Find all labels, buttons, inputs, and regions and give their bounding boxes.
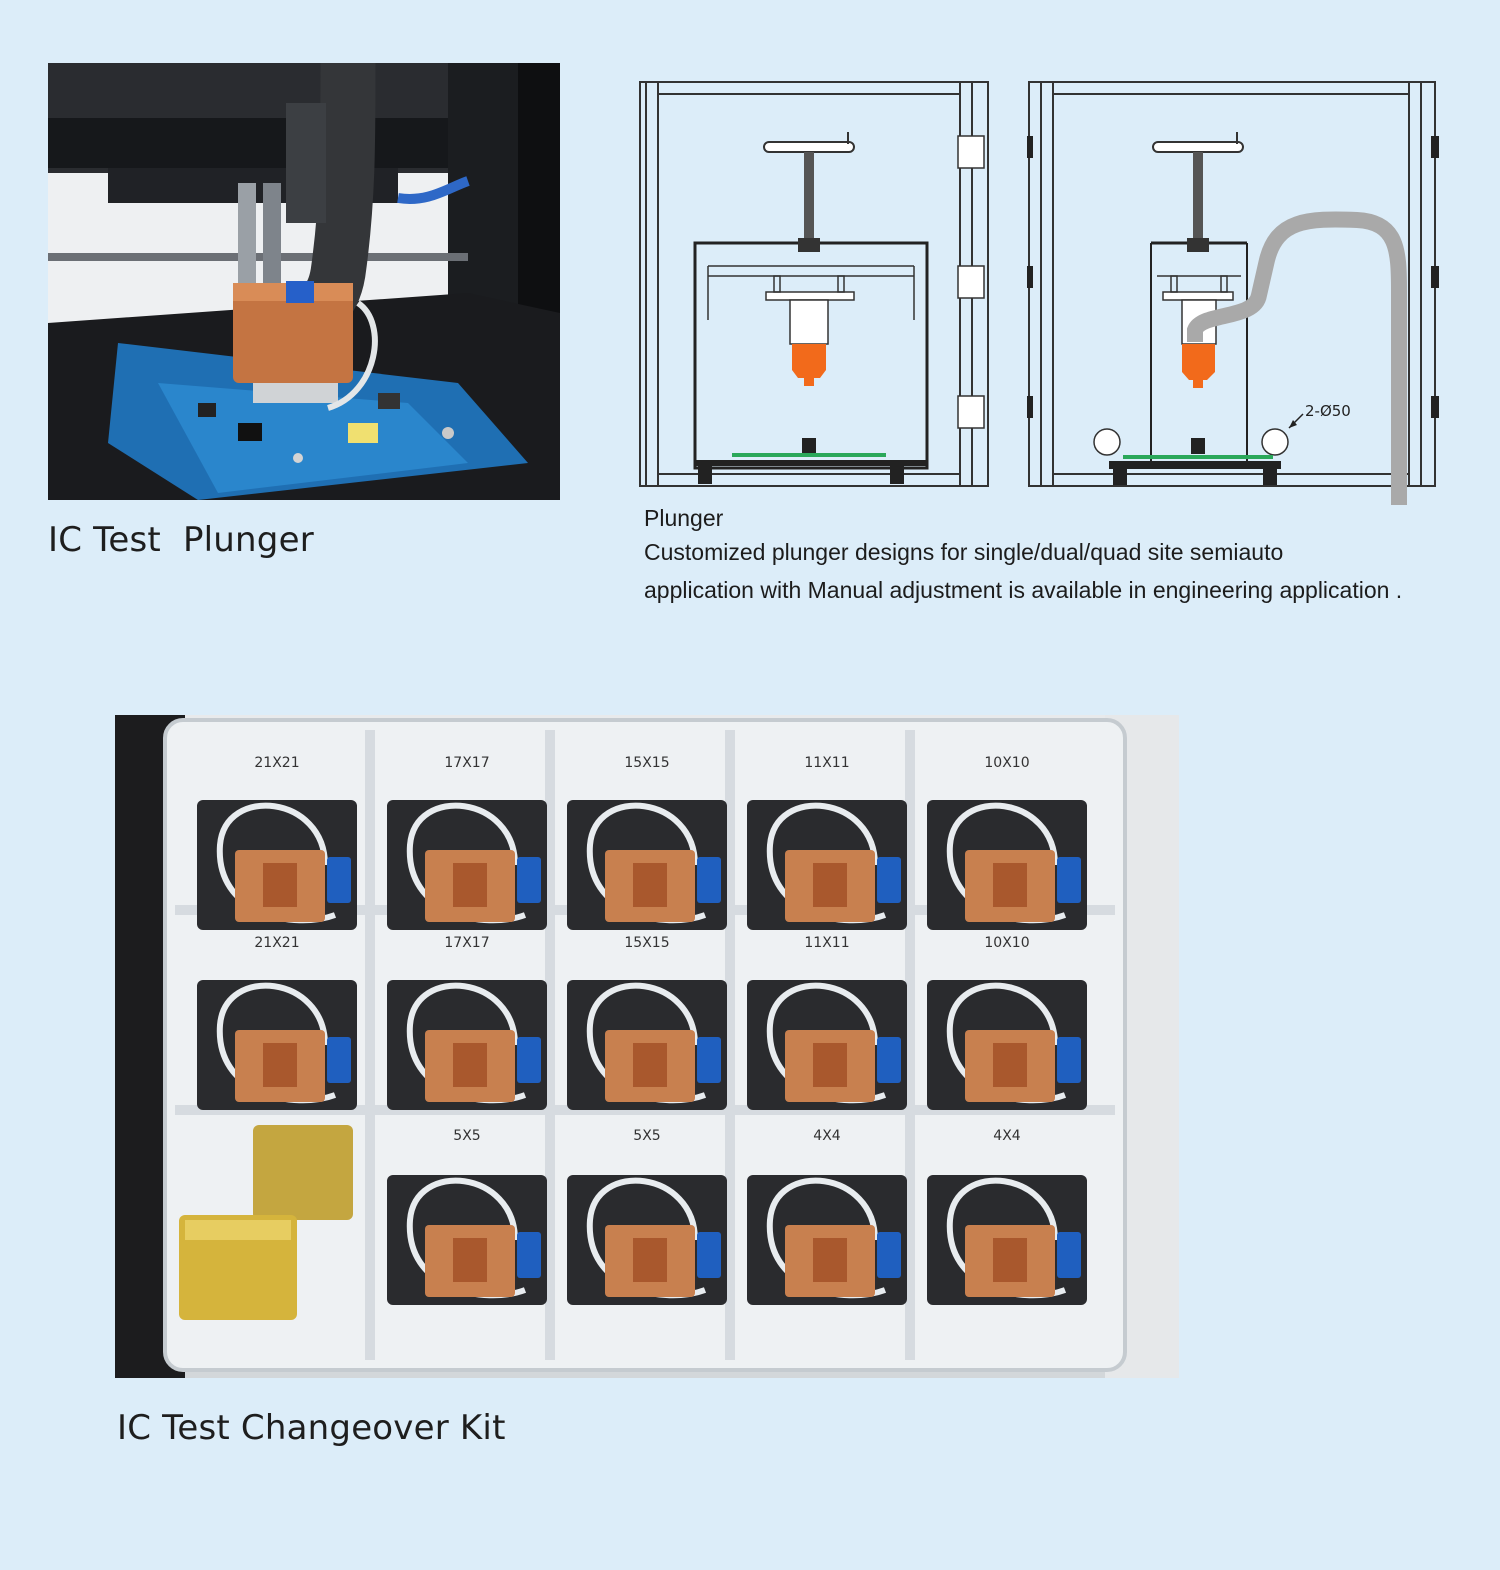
kit-cell: 21X21: [197, 755, 357, 930]
kit-cell: 21X21: [197, 935, 357, 1110]
kit-size-label: 5X5: [633, 1128, 660, 1144]
kit-cell: 10X10: [927, 935, 1087, 1110]
kit-cell: 11X11: [747, 935, 907, 1110]
kit-size-label: 17X17: [444, 755, 489, 771]
enclosure-drawing-hose: 2-Ø50: [1025, 81, 1439, 505]
thermocouple-connector: [697, 1037, 721, 1083]
plunger-machine-photo: [48, 63, 560, 500]
plunger-tip: [993, 1238, 1027, 1282]
kit-size-label: 11X11: [804, 755, 849, 771]
plunger-tip: [633, 863, 667, 907]
thermocouple-connector: [877, 1232, 901, 1278]
kit-size-label: 21X21: [254, 935, 299, 951]
plunger-tip: [993, 863, 1027, 907]
thermocouple-connector: [517, 1037, 541, 1083]
kit-cell: 17X17: [387, 755, 547, 930]
plunger-drawing-with-hose: 2-Ø50: [1025, 80, 1447, 508]
plunger-tip: [813, 863, 847, 907]
thermocouple-connector: [1057, 857, 1081, 903]
plunger-tip: [263, 1043, 297, 1087]
thermocouple-connector: [1057, 1037, 1081, 1083]
thermocouple-connector: [517, 1232, 541, 1278]
kit-size-label: 10X10: [984, 935, 1029, 951]
plunger-tip: [453, 1238, 487, 1282]
changeover-kit-caption: IC Test Changeover Kit: [117, 1408, 506, 1448]
plunger-drawing-single-site: [638, 80, 990, 488]
plunger-machine-illustration: [48, 63, 560, 500]
kit-cell: 15X15: [567, 755, 727, 930]
kit-cell: 5X5: [387, 1128, 547, 1305]
plunger-tip: [633, 1238, 667, 1282]
thermocouple-connector: [877, 1037, 901, 1083]
plunger-tip: [813, 1238, 847, 1282]
kit-cell: 10X10: [927, 755, 1087, 930]
ic-test-plunger-caption: IC Test Plunger: [48, 520, 314, 560]
plunger-description-line-1: Customized plunger designs for single/du…: [644, 539, 1284, 565]
enclosure-drawing-single: [639, 81, 989, 487]
plunger-tip: [263, 863, 297, 907]
kit-size-label: 4X4: [813, 1128, 840, 1144]
ic-test-caption-part: IC Test: [48, 520, 161, 560]
thermocouple-connector: [697, 857, 721, 903]
changeover-kit-photo: 21X21 17X17 15X15 11X11 10X10 21X21 17X17 15X15…: [115, 715, 1179, 1378]
kit-size-label: 5X5: [453, 1128, 480, 1144]
plunger-title: Plunger: [644, 505, 724, 531]
kit-size-label: 10X10: [984, 755, 1029, 771]
kit-cell: 4X4: [927, 1128, 1087, 1305]
thermocouple-connector: [697, 1232, 721, 1278]
thermocouple-connector: [517, 857, 541, 903]
kit-cell: 5X5: [567, 1128, 727, 1305]
kit-size-label: 11X11: [804, 935, 849, 951]
kit-size-label: 15X15: [624, 935, 669, 951]
plunger-tip: [453, 863, 487, 907]
kit-cell: 11X11: [747, 755, 907, 930]
plunger-tip: [993, 1043, 1027, 1087]
plunger-tip: [453, 1043, 487, 1087]
plunger-tip: [813, 1043, 847, 1087]
thermocouple-connector: [327, 1037, 351, 1083]
plunger-tip: [633, 1043, 667, 1087]
kit-size-label: 15X15: [624, 755, 669, 771]
hole-dimension-label: 2-Ø50: [1305, 402, 1351, 420]
plunger-caption-part: Plunger: [182, 520, 314, 560]
plunger-description-line-2: application with Manual adjustment is av…: [644, 577, 1403, 603]
kit-size-label: 17X17: [444, 935, 489, 951]
kit-size-label: 21X21: [254, 755, 299, 771]
changeover-kit-illustration: 21X21 17X17 15X15 11X11 10X10 21X21 17X17 15X15…: [115, 715, 1179, 1378]
kit-size-label: 4X4: [993, 1128, 1020, 1144]
kit-cell: 15X15: [567, 935, 727, 1110]
thermocouple-connector: [327, 857, 351, 903]
kit-cell: 17X17: [387, 935, 547, 1110]
thermocouple-connector: [1057, 1232, 1081, 1278]
kit-cell: 4X4: [747, 1128, 907, 1305]
thermocouple-connector: [877, 857, 901, 903]
